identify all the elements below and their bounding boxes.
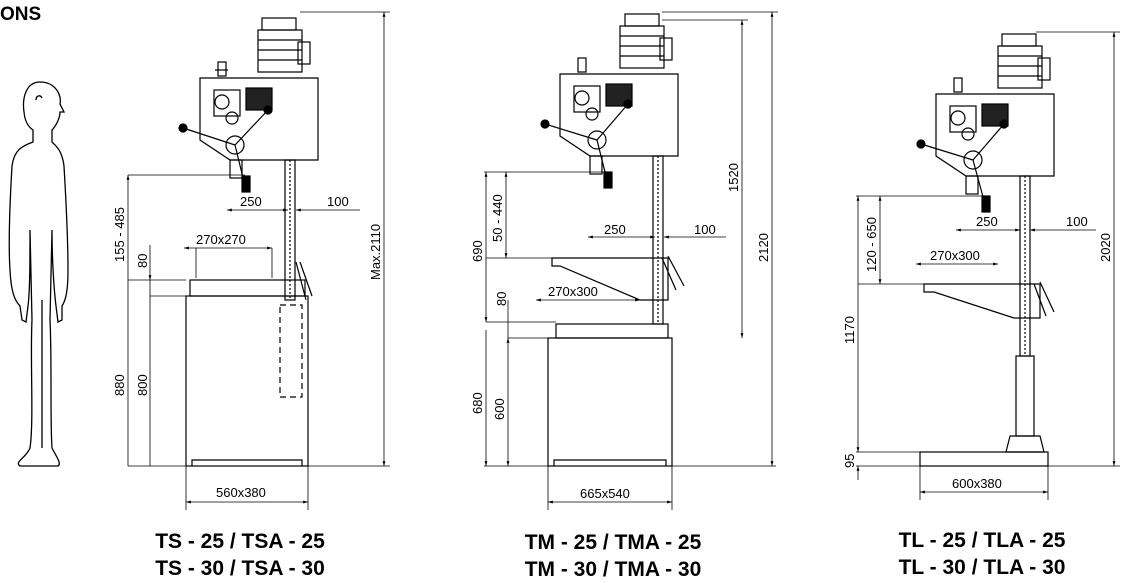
ts-table-thickness-label: 80 — [135, 254, 150, 268]
tm-machine-outline — [540, 13, 685, 467]
tm-column-label: 100 — [694, 222, 716, 237]
ts-base-size-label: 560x380 — [216, 485, 266, 500]
ts-dimension-labels: 155 - 485 80 880 800 270x270 250 100 Max… — [112, 194, 383, 500]
tl-spindle-travel-label: 120 - 650 — [864, 217, 879, 272]
tm-caption: TM - 25 / TMA - 25 TM - 30 / TMA - 30 — [488, 529, 738, 583]
tl-reach-label: 250 — [976, 214, 998, 229]
tm-table-drop-label: 690 — [470, 240, 485, 262]
heading: ONS — [0, 4, 42, 25]
ts-caption-line-2: TS - 30 / TSA - 30 — [155, 557, 325, 580]
tl-caption-line-1: TL - 25 / TLA - 25 — [898, 529, 1066, 552]
tl-base-thickness-label: 95 — [842, 454, 857, 468]
tl-dimension-lines — [856, 31, 1120, 500]
ts-spindle-travel-label: 155 - 485 — [112, 207, 127, 262]
ts-caption: TS - 25 / TSA - 25 TS - 30 / TSA - 30 — [120, 528, 360, 582]
ts-column-label: 100 — [327, 194, 349, 209]
tl-base-size-label: 600x380 — [952, 476, 1002, 491]
tl-caption-line-2: TL - 30 / TLA - 30 — [898, 556, 1066, 579]
tm-table-thickness-label: 80 — [494, 292, 509, 306]
tm-caption-line-1: TM - 25 / TMA - 25 — [524, 531, 702, 554]
ts-reach-label: 250 — [240, 194, 262, 209]
tl-total-height-label: 2020 — [1098, 233, 1113, 262]
tm-spindle-travel-label: 50 - 440 — [490, 194, 505, 242]
ts-dimension-lines — [126, 11, 390, 510]
tl-table-height-label: 1170 — [842, 316, 857, 344]
ts-table-size-label: 270x270 — [196, 232, 246, 247]
tm-table-size-label: 270x300 — [548, 284, 598, 299]
tl-machine-outline — [916, 33, 1055, 467]
tl-caption: TL - 25 / TLA - 25 TL - 30 / TLA - 30 — [862, 527, 1102, 581]
tm-dimension-labels: 690 50 - 440 80 270x300 250 100 1520 212… — [470, 163, 771, 501]
tm-total-height-label: 2120 — [756, 233, 771, 262]
tl-column-label: 100 — [1066, 214, 1088, 229]
ts-base-height-label: 800 — [135, 374, 150, 396]
tm-reach-label: 250 — [604, 222, 626, 237]
tm-head-height-label: 1520 — [726, 163, 741, 192]
tl-dimension-labels: 120 - 650 1170 95 270x300 250 100 2020 6… — [842, 214, 1113, 491]
human-figure-icon — [8, 81, 69, 467]
ts-total-table-height-label: 880 — [112, 374, 127, 396]
ts-caption-line-1: TS - 25 / TSA - 25 — [155, 530, 325, 553]
tm-cabinet-height-label: 600 — [492, 398, 507, 420]
tm-base-size-label: 665x540 — [580, 486, 630, 501]
tm-stand-height-label: 680 — [470, 392, 485, 414]
ts-max-height-label: Max.2110 — [368, 224, 383, 280]
tm-caption-line-2: TM - 30 / TMA - 30 — [524, 558, 702, 581]
tm-dimension-lines — [484, 11, 778, 510]
tl-table-size-label: 270x300 — [930, 248, 980, 263]
